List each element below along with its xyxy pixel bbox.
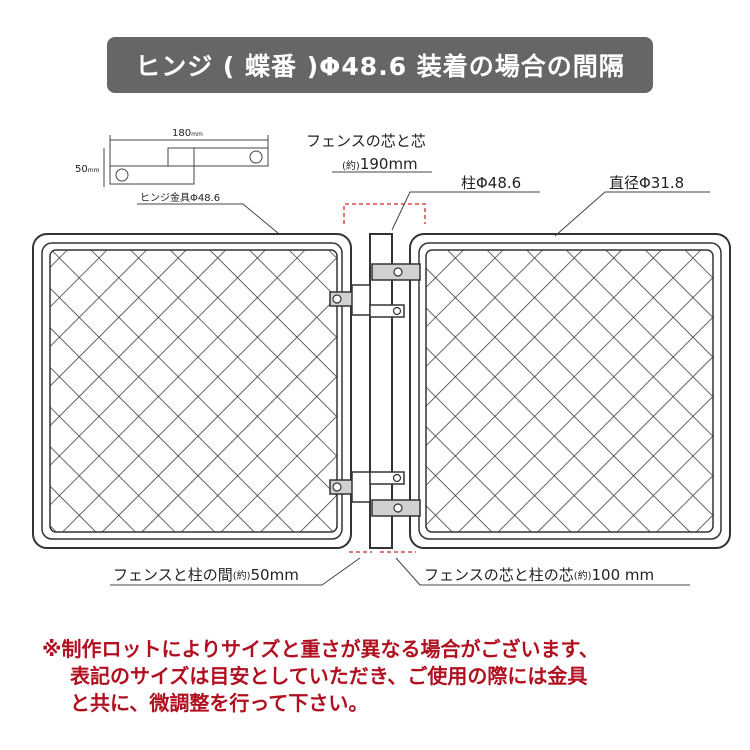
note-line-2: 表記のサイズは目安としていただき、ご使用の際には金具	[70, 664, 588, 688]
fence-center-label: フェンスの芯と芯	[306, 132, 426, 150]
hinge-detail-drawing	[103, 135, 269, 187]
hinge-lower-right	[371, 499, 421, 517]
hinge-upper-right	[371, 263, 421, 281]
disclaimer-note: ※制作ロットによりサイズと重さが異なる場合がございます、 表記のサイズは目安とし…	[42, 636, 742, 717]
center-leader-line	[395, 557, 690, 586]
diameter-label: 直径Φ31.8	[609, 174, 684, 192]
hinge-height-label: 50mm	[75, 164, 100, 175]
gap-leader-line	[110, 557, 361, 586]
left-fence-panel	[32, 233, 352, 549]
right-fence-panel	[409, 233, 731, 549]
hinge-lower-left	[329, 471, 405, 503]
title-text: ヒンジ ( 蝶番 )Φ48.6 装着の場合の間隔	[135, 52, 625, 81]
gap-label: フェンスと柱の間(約)50mm	[113, 566, 299, 584]
dimension-guides-red	[343, 203, 426, 553]
pillar-label: 柱Φ48.6	[461, 174, 521, 192]
hinge-fitting-label: ヒンジ金具Φ48.6	[140, 191, 220, 204]
note-line-1: ※制作ロットによりサイズと重さが異なる場合がございます、	[42, 637, 599, 661]
center-to-pillar-label: フェンスの芯と柱の芯(約)100 mm	[424, 566, 654, 584]
diameter-leader-line	[554, 191, 710, 237]
title-banner: ヒンジ ( 蝶番 )Φ48.6 装着の場合の間隔	[107, 37, 653, 93]
hinge-upper-left	[329, 284, 405, 318]
note-line-3: と共に、微調整を行って下さい。	[70, 691, 369, 715]
fence-center-distance: (約)190mm	[342, 155, 418, 173]
hinge-width-label: 180mm	[172, 128, 203, 139]
pillar-leader-line	[391, 191, 540, 231]
